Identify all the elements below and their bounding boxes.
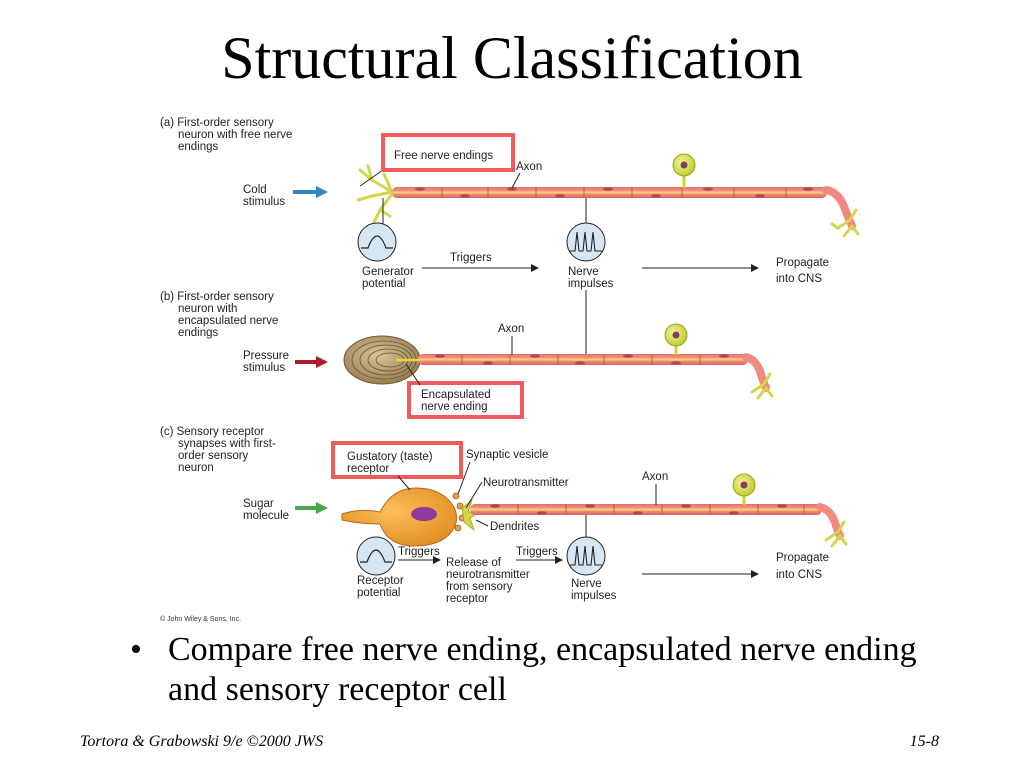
slide-title: Structural Classification [221, 25, 803, 91]
cell-body-a [672, 153, 696, 188]
gustatory-receptor-cell [341, 487, 482, 547]
panel-c: (c) Sensory receptor synapses with first… [160, 426, 848, 605]
free-nerve-endings-highlight: Free nerve endings [381, 133, 515, 172]
triggers-c2-label: Triggers [516, 546, 558, 558]
svg-text:Free nerve endings: Free nerve endings [394, 150, 493, 162]
propagate-label-a: Propagate into CNS [776, 257, 832, 285]
axon-c-label: Axon [642, 471, 668, 483]
axon-a [392, 186, 860, 238]
triggers-a-label: Triggers [450, 252, 492, 264]
encapsulated-nerve-ending-highlight: Encapsulated nerve ending [407, 381, 524, 419]
pressure-stimulus-arrow [295, 356, 328, 368]
footer-page-number: 15-8 [909, 733, 939, 750]
cell-body-b [664, 323, 688, 355]
nerve-impulses-label-c: Nerve impulses [571, 578, 617, 602]
cell-body-c [732, 473, 756, 505]
nerve-impulses-icon-a [566, 198, 606, 262]
sugar-stimulus-arrow [295, 502, 328, 514]
axon-b-label: Axon [498, 323, 524, 335]
bullet-item: Compare free nerve ending, encapsulated … [168, 631, 917, 708]
receptor-potential-label: Receptor potential [357, 575, 407, 599]
panel-c-caption: (c) Sensory receptor synapses with first… [160, 426, 279, 474]
cold-stimulus-label: Cold stimulus [243, 184, 285, 208]
cold-stimulus-arrow [293, 186, 328, 198]
nerve-impulses-label-a: Nerve impulses [568, 266, 614, 290]
panel-a-caption: (a) First-order sensory neuron with free… [160, 117, 296, 153]
nerve-impulses-icon-c [566, 515, 606, 576]
gustatory-receptor-highlight: Gustatory (taste) receptor [331, 441, 463, 479]
bullet-marker: • [130, 631, 142, 668]
sugar-molecule-label: Sugar molecule [243, 498, 289, 522]
panel-a: (a) First-order sensory neuron with free… [160, 117, 860, 290]
release-label: Release of neurotransmitter from sensory… [446, 557, 533, 605]
free-nerve-endings [356, 164, 394, 224]
panel-b-caption: (b) First-order sensory neuron with enca… [160, 291, 282, 339]
pressure-stimulus-label: Pressure stimulus [243, 350, 292, 374]
generator-potential-label: Generator potential [362, 266, 417, 290]
dendrites-label: Dendrites [490, 521, 539, 533]
generator-potential-icon [357, 198, 397, 262]
axon-b [418, 353, 774, 400]
axon-a-label: Axon [516, 161, 542, 173]
axon-c [470, 503, 848, 548]
propagate-label-c: Propagate into CNS [776, 552, 832, 581]
encapsulated-corpuscle [343, 335, 421, 385]
svg-text:Gustatory (taste) rece: Gustatory (taste) receptor [347, 451, 436, 475]
synaptic-vesicle-label: Synaptic vesicle [466, 449, 548, 461]
receptor-potential-icon [356, 536, 396, 576]
neurotransmitter-label: Neurotransmitter [483, 477, 569, 489]
copyright-notice: © John Wiley & Sons, Inc. [160, 615, 241, 623]
triggers-c1-label: Triggers [398, 546, 440, 558]
footer-citation: Tortora & Grabowski 9/e ©2000 JWS [80, 733, 324, 750]
panel-b: (b) First-order sensory neuron with enca… [160, 290, 774, 419]
svg-text:Encapsulated nerve end: Encapsulated nerve ending [421, 389, 494, 413]
